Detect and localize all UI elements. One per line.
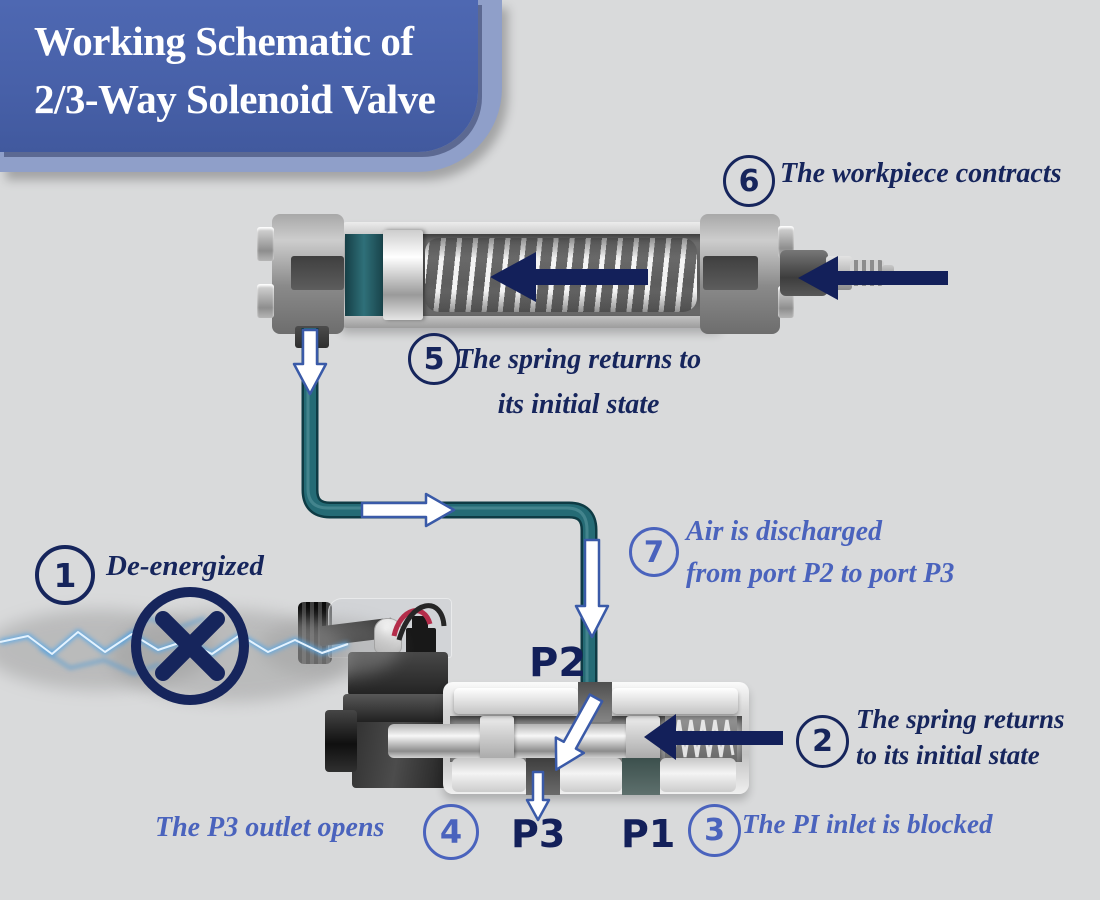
- note-cylinder-spring-line1: The spring returns to: [456, 344, 702, 375]
- step-badge-3: 3: [688, 804, 741, 857]
- note-workpiece-contracts: The workpiece contracts: [780, 158, 1062, 189]
- coil-hex-nut: [325, 710, 357, 772]
- indicator-led: [374, 618, 402, 654]
- note-cylinder-spring: The spring returns to its initial state: [456, 337, 701, 427]
- valve-foot-right: [660, 758, 736, 792]
- cylinder-spring: [425, 238, 697, 312]
- note-valve-spring: The spring returns to its initial state: [856, 701, 1065, 773]
- step-badge-7: 7: [629, 527, 679, 577]
- step-badge-4: 4: [423, 804, 479, 860]
- cylinder-rear-chamber: [345, 234, 387, 316]
- pneumatic-cylinder: [255, 210, 955, 350]
- note-p1-blocked: The PI inlet is blocked: [742, 809, 993, 839]
- valve-top-flange-right: [612, 688, 738, 714]
- valve-top-flange-left: [454, 688, 578, 714]
- valve-spool: [388, 724, 658, 758]
- note-valve-spring-line1: The spring returns: [856, 704, 1065, 734]
- coil-top: [348, 652, 448, 696]
- note-de-energized: De-energized: [106, 550, 264, 582]
- note-air-discharged-line1: Air is discharged: [686, 516, 883, 547]
- flow-arrow-into-p2: [574, 538, 610, 639]
- port-p3-channel: [526, 758, 560, 795]
- valve-foot-left: [452, 758, 526, 792]
- piston-rod-boss: [780, 250, 828, 296]
- step-badge-1: 1: [35, 545, 95, 605]
- step-badge-5: 5: [408, 333, 460, 385]
- valve-foot-middle: [560, 758, 622, 792]
- valve-body-assembly: [388, 678, 760, 803]
- valve-land-right: [626, 716, 660, 762]
- flow-arrow-tube-right: [360, 492, 456, 528]
- title-line-1: Working Schematic of: [34, 18, 414, 64]
- x-blocked-icon: [131, 587, 249, 705]
- step-badge-2: 2: [796, 715, 849, 768]
- cylinder-left-port-bottom: [257, 284, 274, 318]
- port-label-p2: P2: [529, 640, 587, 686]
- cylinder-tube-fitting: [295, 326, 329, 348]
- cylinder-right-cap-notch: [703, 256, 758, 290]
- cylinder-left-cap-notch: [291, 256, 344, 290]
- note-air-discharged: Air is discharged from port P2 to port P…: [686, 511, 954, 595]
- cylinder-piston: [383, 230, 423, 320]
- step-badge-6: 6: [723, 155, 775, 207]
- piston-rod-tip: [882, 265, 894, 281]
- piston-rod-collar: [826, 256, 852, 290]
- port-label-p3: P3: [511, 812, 566, 856]
- valve-spring-chamber: [665, 716, 737, 762]
- piston-rod-nipple: [850, 260, 884, 286]
- note-air-discharged-line2: from port P2 to port P3: [686, 558, 955, 589]
- port-p1-channel: [622, 758, 660, 795]
- note-valve-spring-line2: to its initial state: [856, 740, 1040, 770]
- note-p3-outlet: The P3 outlet opens: [155, 812, 385, 843]
- coil-mid: [343, 694, 453, 724]
- valve-land-left: [480, 716, 514, 762]
- title-banner: Working Schematic of 2/3-Way Solenoid Va…: [0, 0, 478, 152]
- port-p2-channel: [578, 682, 612, 722]
- note-cylinder-spring-line2: its initial state: [497, 389, 660, 420]
- cylinder-left-port-top: [257, 227, 274, 261]
- page-title: Working Schematic of 2/3-Way Solenoid Va…: [34, 12, 436, 128]
- title-line-2: 2/3-Way Solenoid Valve: [34, 76, 436, 122]
- port-label-p1: P1: [621, 812, 676, 856]
